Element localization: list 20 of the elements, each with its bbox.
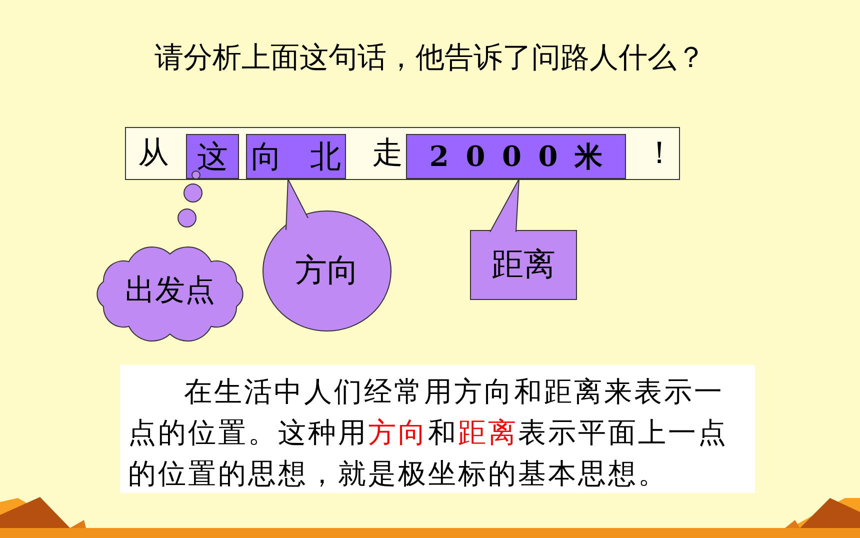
sentence-word: ！ [644,134,675,173]
highlighted-word [406,134,626,179]
word-text: 2000米 [429,138,620,174]
sentence-box [125,127,680,180]
callout-text: 距离 [492,244,556,285]
callout-pointer [490,178,520,232]
question-title: 请分析上面这句话，他告诉了问路人什么？ [154,39,706,76]
callout-box [470,230,577,300]
highlighted-word [186,134,239,179]
callout-text: 出发点 [125,272,215,310]
paragraph-text: 在生活中人们经常用方向和距离来表示一点的位置。这种用方向和距离表示平面上一点的位置的思想，就是极坐标的基本思想。 [128,374,729,492]
word-text: 向北 [251,138,369,176]
sentence-word: 从 [138,134,169,173]
speech-bubble [262,210,392,332]
highlighted-word [246,134,346,179]
callout-pointer [286,177,308,230]
word-text: 这 [197,138,228,176]
callout-text: 方向 [295,250,359,291]
thought-bubble-trail [178,170,202,228]
sentence-word: 走 [372,134,403,173]
